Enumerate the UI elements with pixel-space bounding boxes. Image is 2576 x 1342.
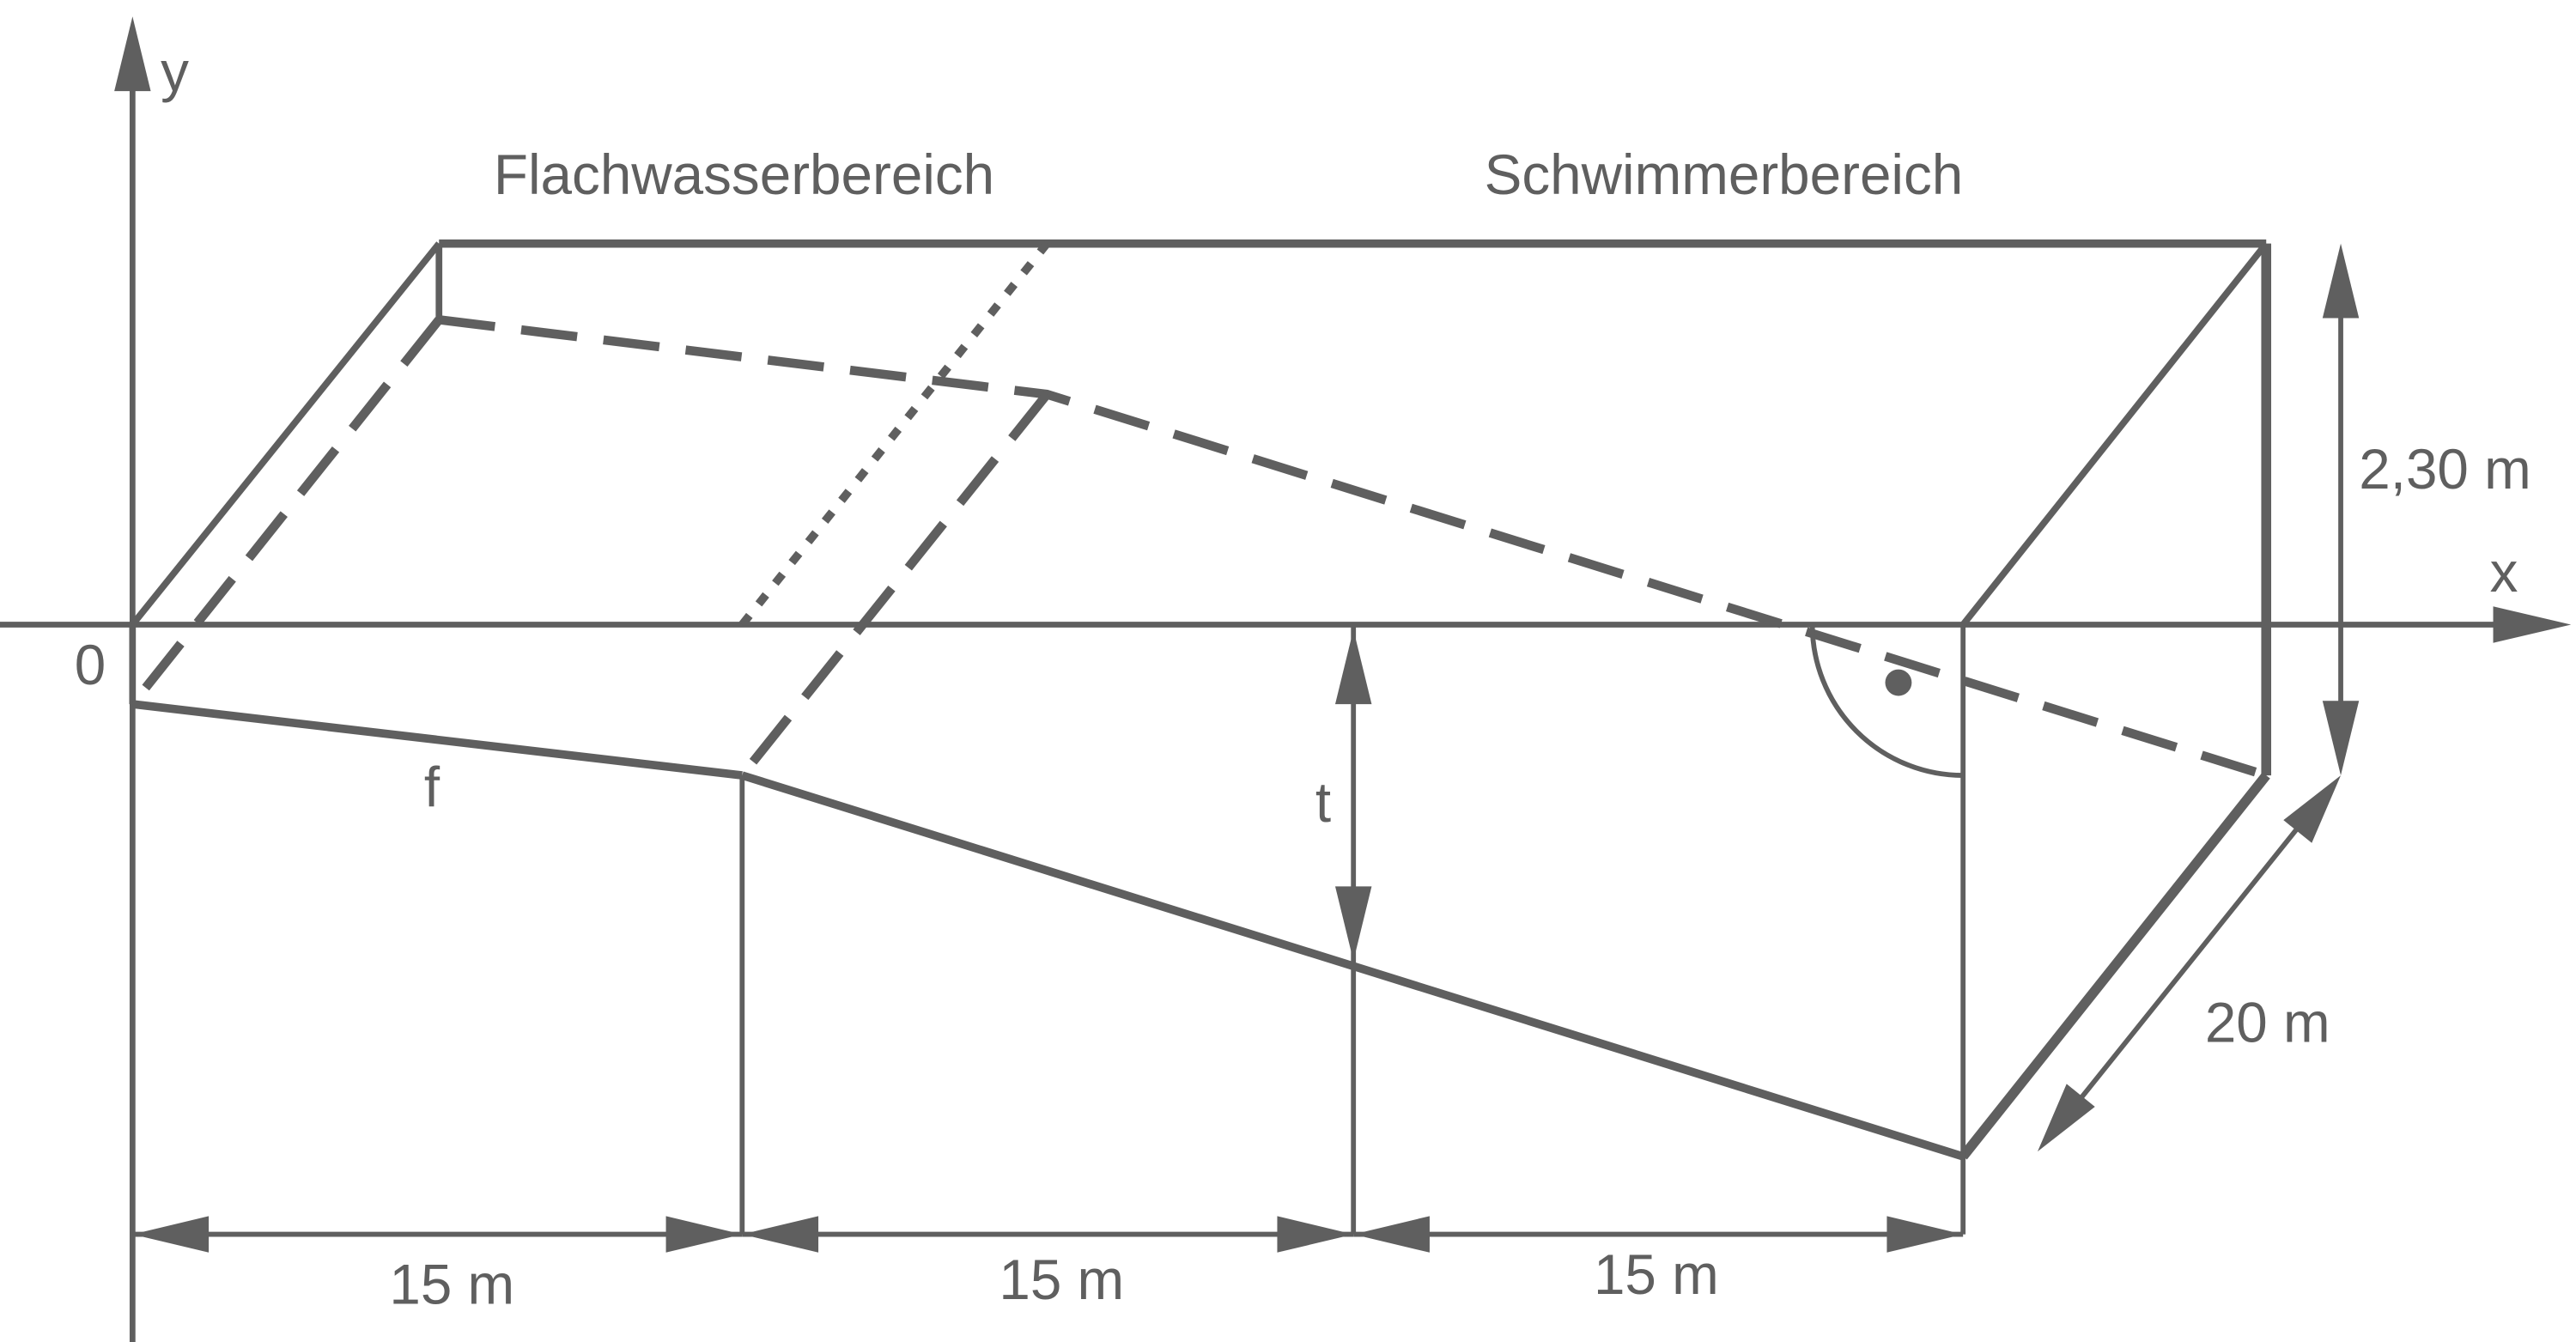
segment-2-label: 15 m (999, 1248, 1124, 1311)
width-dimension-line (2078, 828, 2299, 1101)
back-right-top-edge (1960, 241, 2269, 627)
depth-arrowhead-up (1334, 629, 1372, 705)
segment-1-label: 15 m (389, 1254, 514, 1316)
segment-3-label: 15 m (1594, 1243, 1719, 1306)
segment-2-arrowhead-right (1277, 1216, 1354, 1253)
width-arrowhead-bottom (2037, 1084, 2095, 1152)
x-axis-label: x (2490, 541, 2518, 604)
height-arrowhead-bottom (2322, 701, 2360, 776)
segment-1-arrowhead-right (665, 1216, 743, 1253)
segment-1-arrowhead-left (132, 1216, 210, 1253)
y-axis-label: y (161, 40, 189, 103)
right-angle-dot (1885, 669, 1912, 696)
shallow-boundary-dotted (738, 240, 1051, 628)
region-left-label: Flachwasserbereich (494, 143, 994, 206)
front-left-edge (130, 241, 442, 627)
y-axis-arrowhead (114, 16, 151, 92)
width-arrowhead-top (2283, 775, 2342, 843)
depth-label-t: t (1315, 771, 1331, 834)
middle-slope-dashed (738, 391, 1051, 779)
back-right-bottom-edge (1959, 772, 2270, 1160)
left-side-dashed (129, 317, 443, 707)
segment-2-arrowhead-left (742, 1216, 819, 1253)
segment-3-arrowhead-right (1886, 1216, 1964, 1253)
right-angle-arc (1809, 624, 1964, 778)
floor-graph-f (131, 700, 743, 780)
segment-3-arrowhead-left (1353, 1216, 1430, 1253)
depth-arrowhead-down (1334, 886, 1372, 962)
origin-label: 0 (75, 634, 106, 696)
height-arrowhead-top (2322, 243, 2360, 319)
region-right-label: Schwimmerbereich (1485, 143, 1964, 206)
x-axis-arrowhead (2493, 606, 2572, 643)
width-label: 20 m (2205, 992, 2330, 1054)
height-label: 2,30 m (2359, 438, 2531, 501)
function-label-f: f (424, 756, 440, 819)
